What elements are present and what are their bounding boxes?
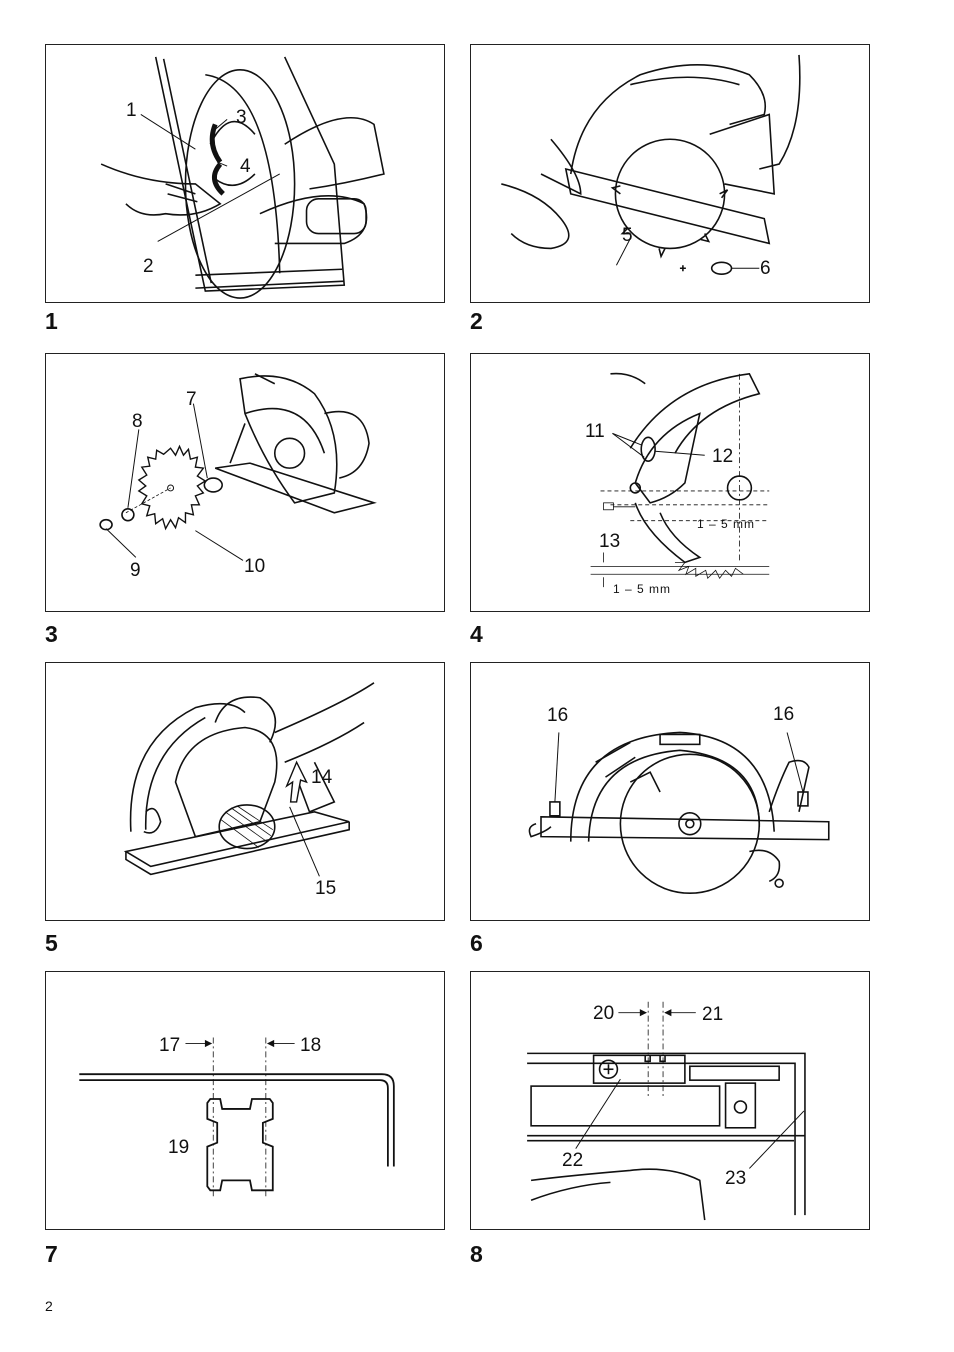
callout-5: 5 — [622, 225, 633, 246]
figure-1-panel: 1 2 3 4 — [45, 44, 445, 303]
figure-7-panel: 17 18 19 — [45, 971, 445, 1230]
callout-10: 10 — [244, 556, 266, 577]
callout-9: 9 — [130, 560, 141, 581]
figure-5-number: 5 — [45, 930, 58, 956]
figure-3-illustration — [99, 373, 377, 561]
callout-1: 1 — [126, 100, 137, 121]
figure-8-panel: 20 21 22 23 — [470, 971, 870, 1230]
figure-4-panel: 11 12 13 1 – 5 mm 1 – 5 mm — [470, 353, 870, 612]
callout-16-right: 16 — [773, 704, 795, 725]
page-number: 2 — [45, 1298, 53, 1314]
callout-8: 8 — [132, 411, 143, 432]
figure-1-number: 1 — [45, 308, 58, 334]
figure-7-number: 7 — [45, 1241, 58, 1267]
figure-3-panel: 7 8 9 10 — [45, 353, 445, 612]
callout-16-left: 16 — [547, 705, 569, 726]
figure-2-illustration — [501, 54, 801, 276]
callout-14: 14 — [311, 767, 333, 788]
callout-20: 20 — [593, 1003, 615, 1024]
callout-4: 4 — [240, 156, 251, 177]
figure-5-illustration — [123, 682, 375, 877]
callout-21: 21 — [702, 1004, 724, 1025]
dimension-label-lower: 1 – 5 mm — [613, 582, 672, 596]
figure-3-number: 3 — [45, 621, 58, 647]
figure-6-panel: 16 16 — [470, 662, 870, 921]
figure-4-number: 4 — [470, 621, 483, 647]
callout-12: 12 — [712, 446, 734, 467]
figure-2-number: 2 — [470, 308, 483, 334]
callout-23: 23 — [725, 1168, 747, 1189]
callout-11: 11 — [585, 421, 605, 442]
figure-7-illustration — [79, 1037, 395, 1199]
callout-17: 17 — [159, 1035, 181, 1056]
figure-2-panel: 5 6 — [470, 44, 870, 303]
callout-22: 22 — [562, 1150, 584, 1171]
figure-8-number: 8 — [470, 1241, 483, 1267]
callout-7: 7 — [186, 389, 197, 410]
figure-1-illustration — [100, 56, 385, 299]
callout-18: 18 — [300, 1035, 322, 1056]
figure-5-panel: 14 15 — [45, 662, 445, 921]
callout-6: 6 — [760, 258, 771, 279]
figure-6-illustration — [528, 731, 830, 895]
figure-8-illustration — [527, 1001, 806, 1221]
callout-2: 2 — [143, 256, 154, 277]
callout-3: 3 — [236, 107, 247, 128]
figure-4-illustration — [590, 372, 770, 588]
callout-19: 19 — [168, 1137, 190, 1158]
callout-13: 13 — [599, 531, 621, 552]
callout-15: 15 — [315, 878, 337, 899]
dimension-label-upper: 1 – 5 mm — [697, 517, 756, 531]
figure-6-number: 6 — [470, 930, 483, 956]
